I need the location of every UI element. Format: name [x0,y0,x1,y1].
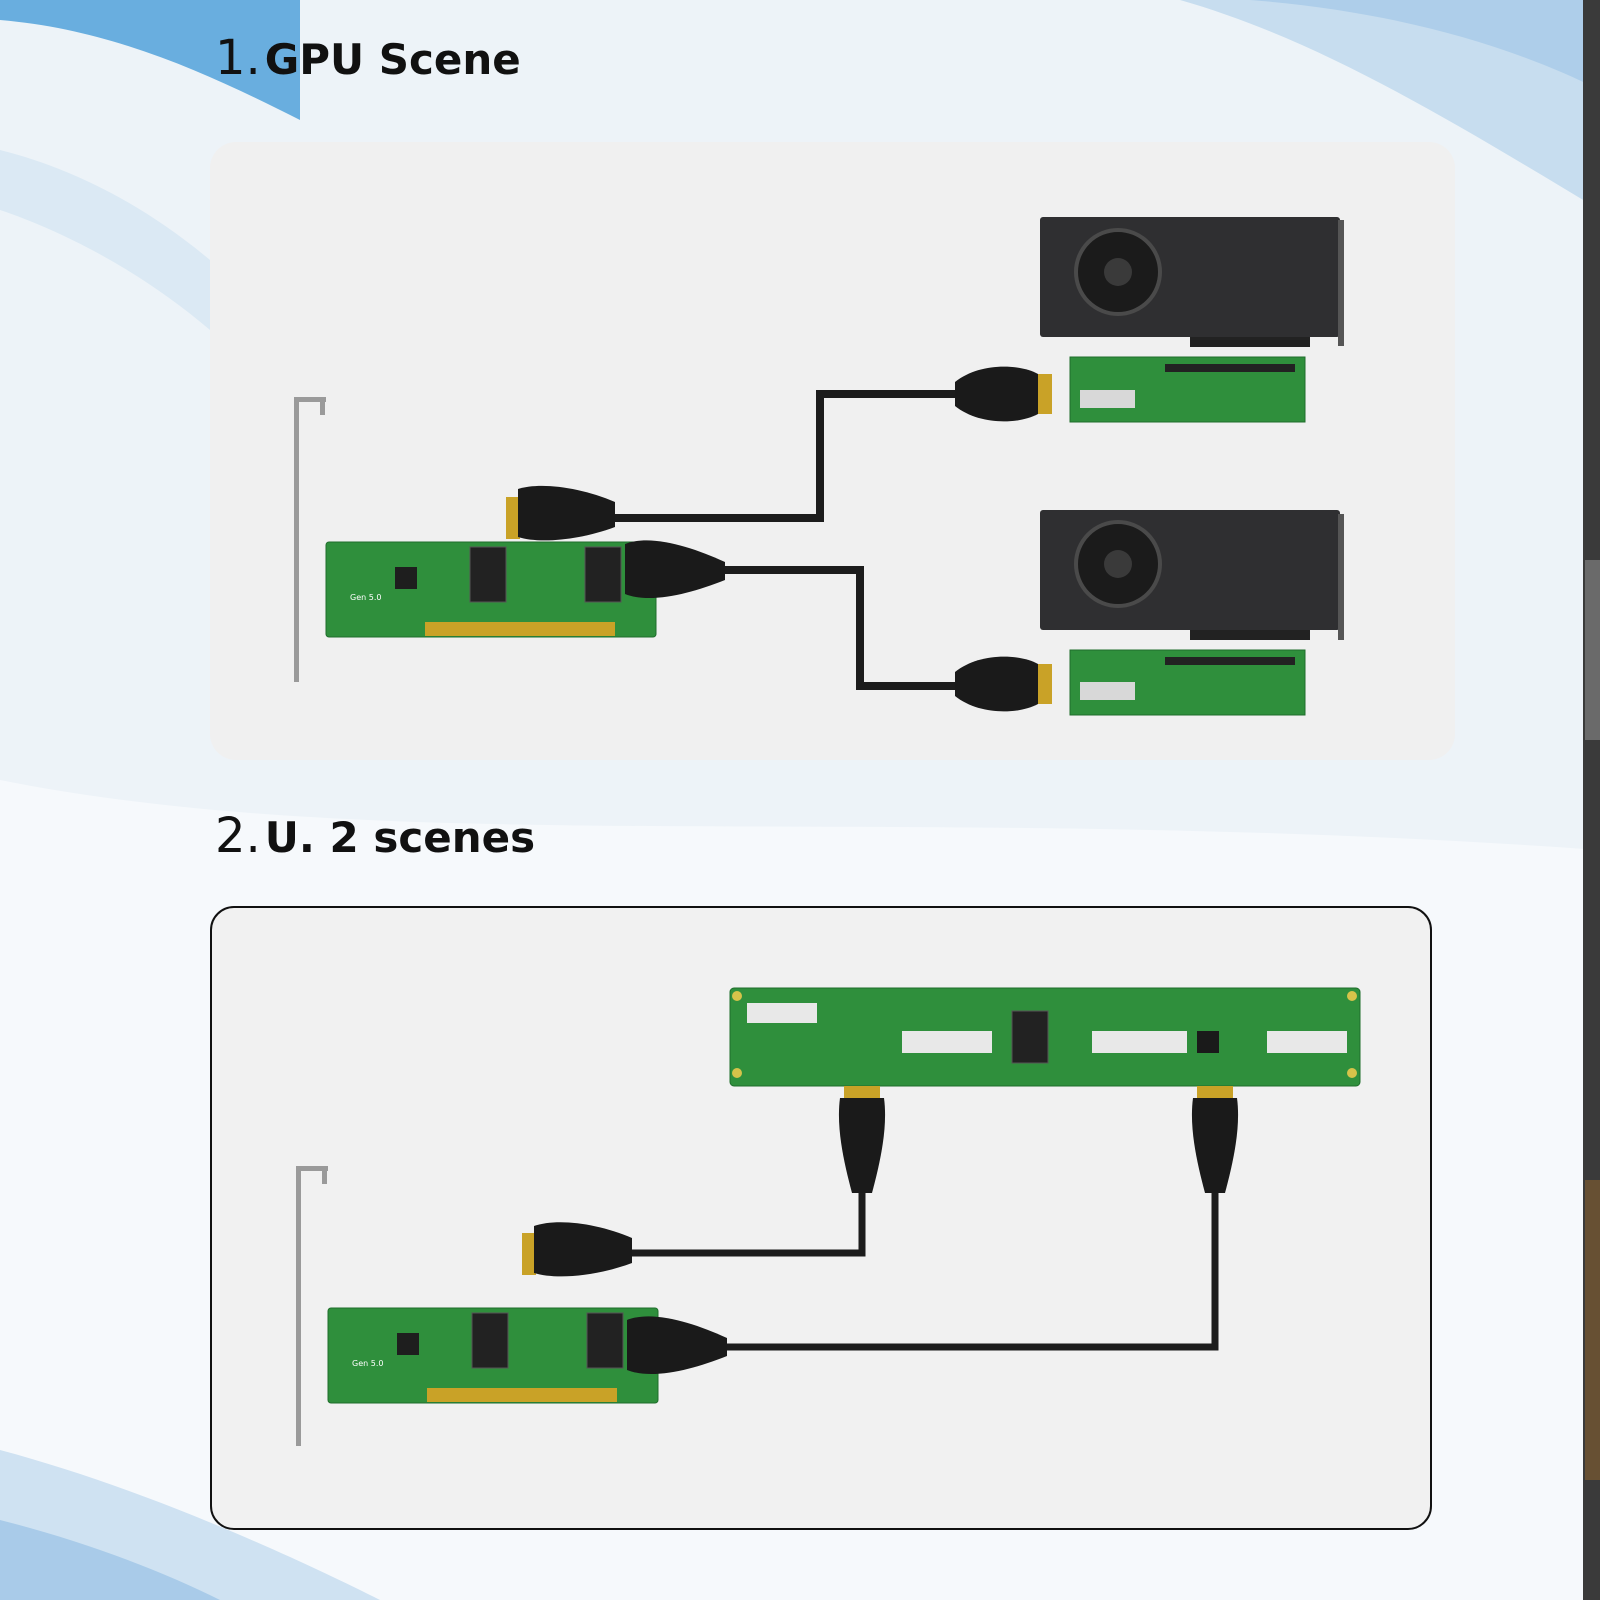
cable-connector [625,540,725,599]
card-label: Gen 5.0 [352,1359,383,1368]
cable [632,1193,866,1257]
cable [727,1193,1219,1351]
pci-bracket [294,397,299,682]
section-number: 1. [215,30,261,86]
u2-scene-panel: Gen 5.0 [210,906,1432,1530]
cable-connector [955,656,1052,712]
section-heading-u2: 2. U. 2 scenes [215,808,535,864]
u2-scene-diagram: Gen 5.0 [296,987,1361,1446]
section-title: GPU Scene [264,35,521,84]
cable-connector [955,366,1052,422]
pci-bracket [296,1166,301,1446]
card-label: Gen 5.0 [350,593,381,602]
gpu-card [1040,217,1344,347]
riser-board [1069,649,1306,716]
gpu-scene-panel: Gen 5.0 [210,142,1455,760]
cable [725,566,955,690]
gold-finger [427,1388,617,1402]
section-heading-gpu: 1. GPU Scene [215,30,521,86]
adapter-card: Gen 5.0 [296,1166,659,1446]
cable-connector [522,1222,632,1277]
riser-board [1069,356,1306,423]
cable-connector [627,1316,727,1375]
gpu-card [1040,510,1344,640]
cable-connector [506,485,615,541]
gpu-scene-diagram: Gen 5.0 [294,217,1344,716]
u2-backplane [729,987,1361,1087]
gold-finger [425,622,615,636]
section-title: U. 2 scenes [264,813,536,862]
cable-connector [1191,1086,1239,1193]
adapter-card: Gen 5.0 [294,397,657,682]
cable-connector [838,1086,886,1193]
section-number: 2. [215,808,261,864]
cable [615,390,955,522]
